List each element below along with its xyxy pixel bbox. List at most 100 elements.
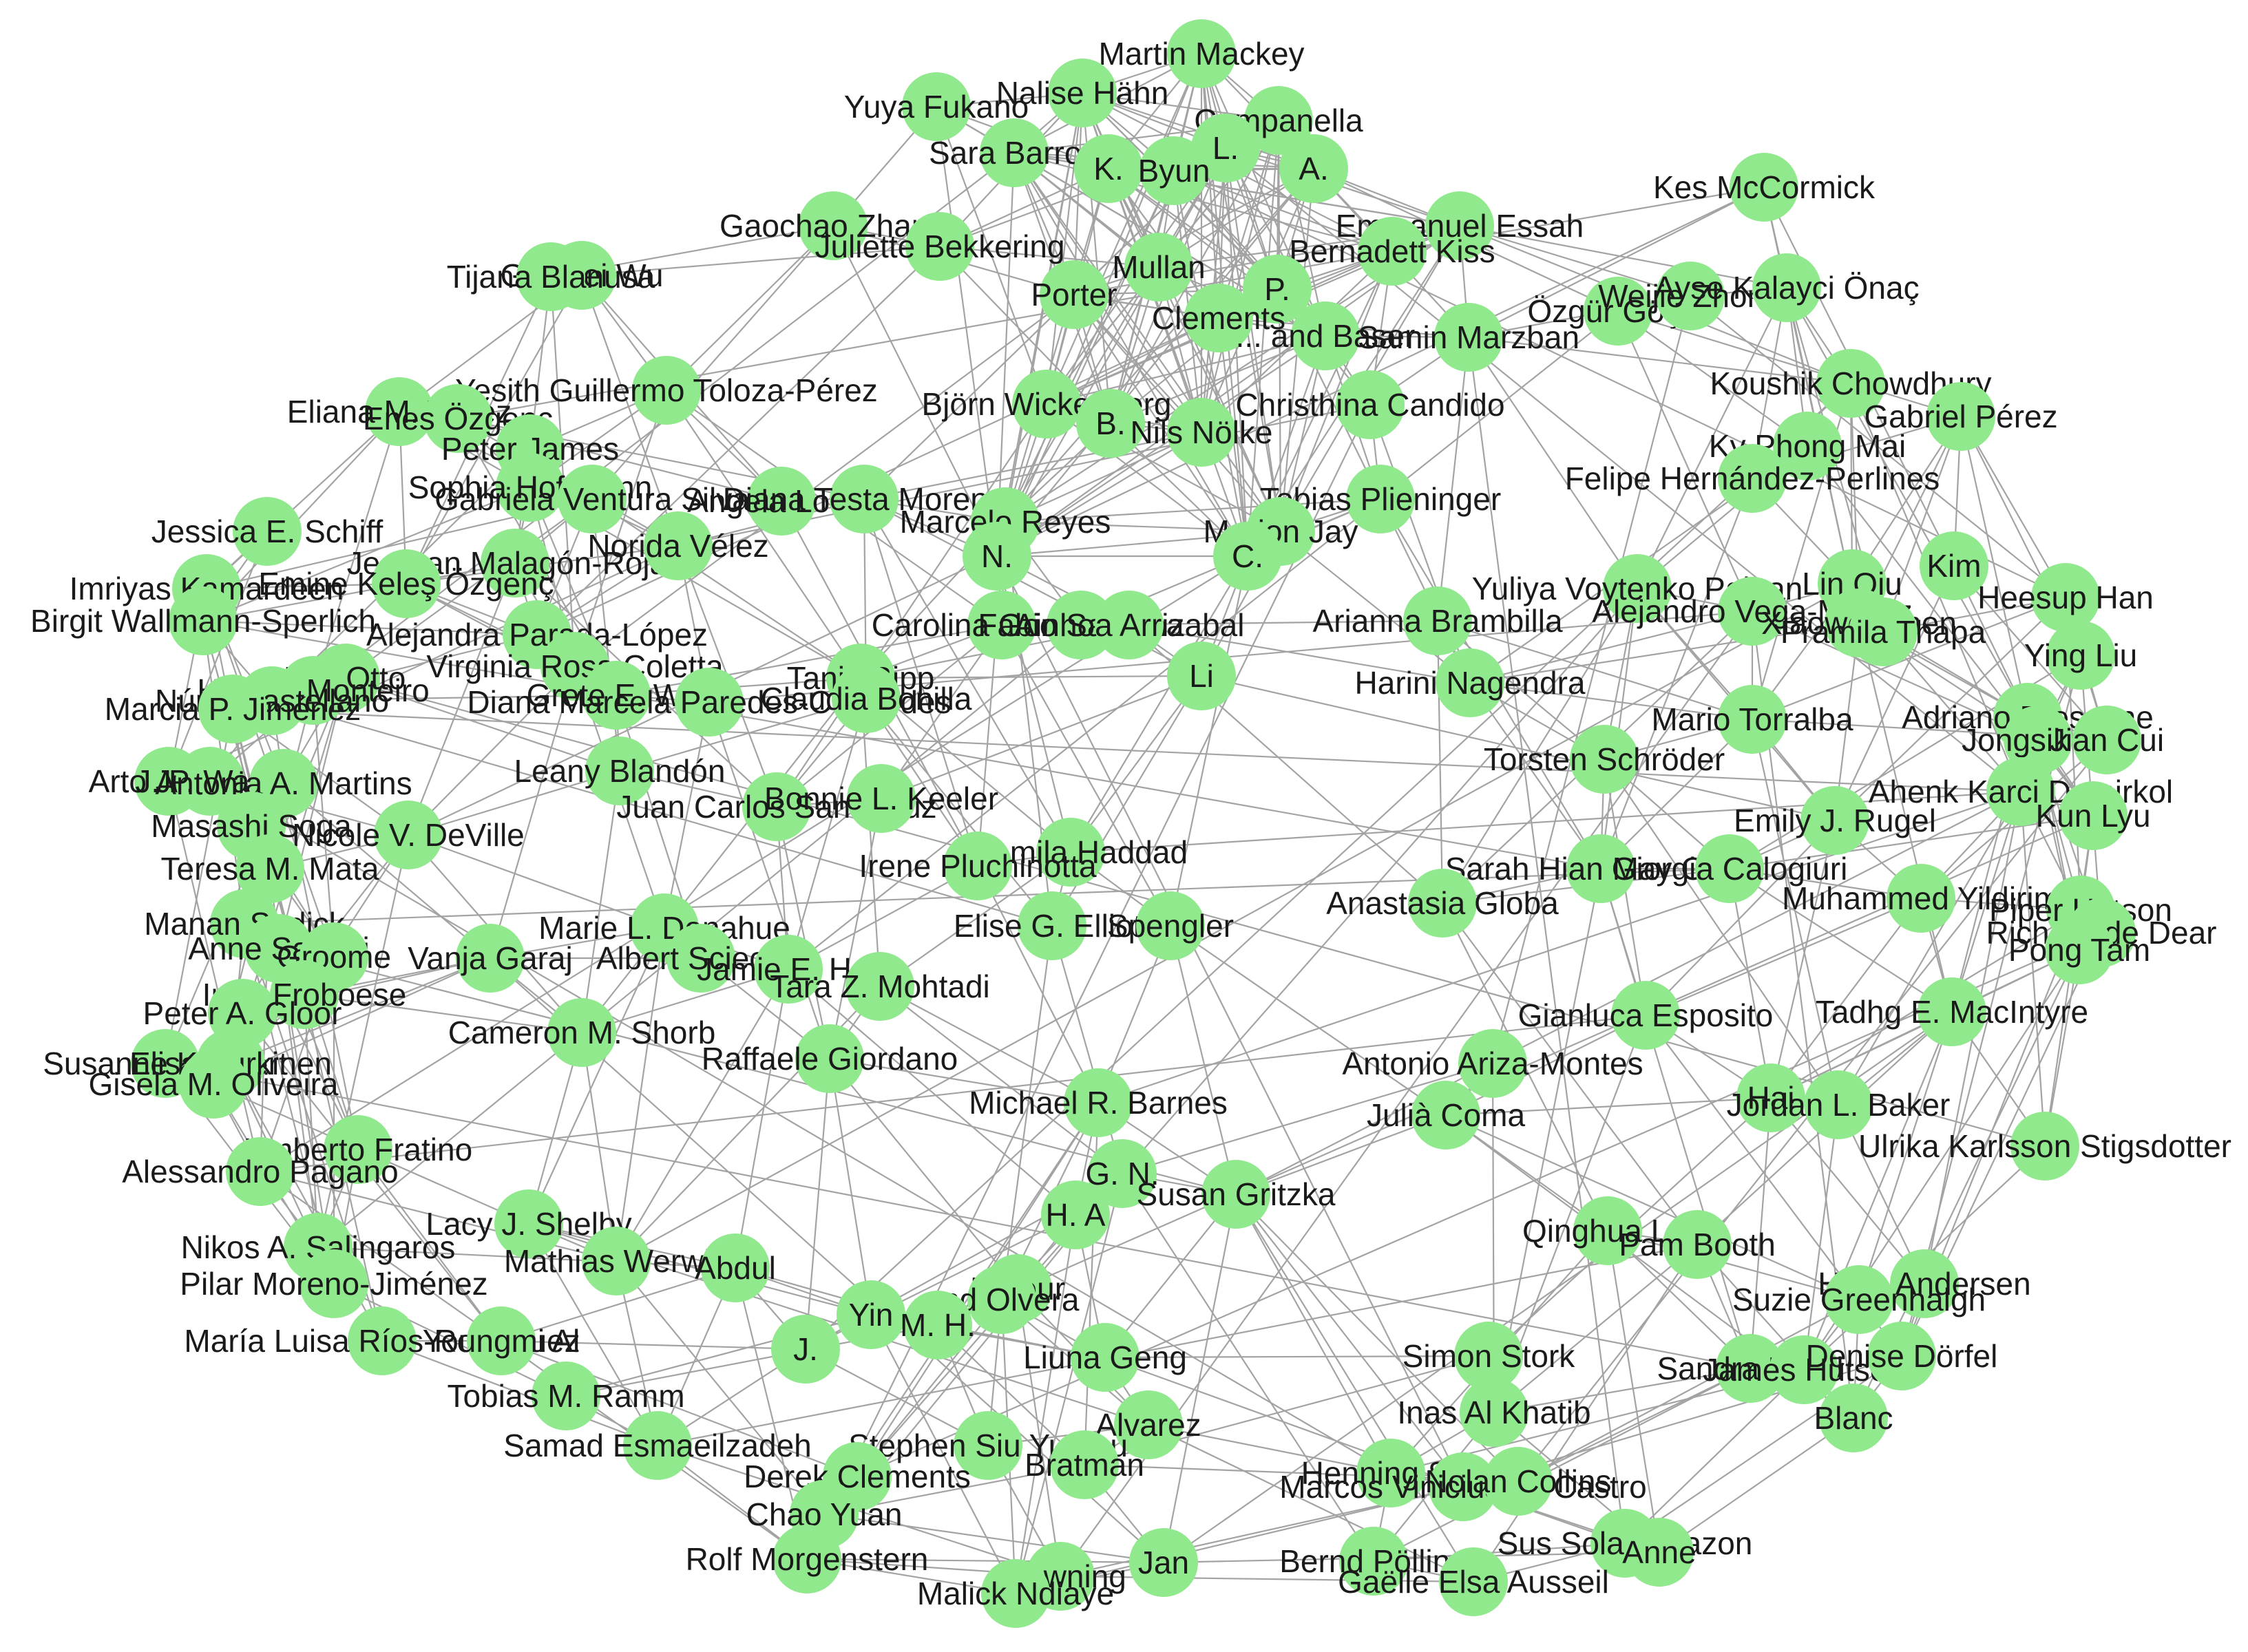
node-label: Ainhoa Arrizabal: [1014, 607, 1245, 643]
node-martin-mackey: Martin Mackey: [1098, 19, 1305, 88]
node-label: Jessica E. Schiff: [151, 513, 384, 549]
edge: [1235, 1194, 1464, 1487]
node-ulrika-karlsson-stigsdotter: Ulrika Karlsson Stigsdotter: [1858, 1112, 2231, 1180]
node-julia-coma: Julià Coma: [1367, 1081, 1525, 1150]
node-byun: Byun: [1138, 136, 1210, 205]
node-g-n: G. N.: [1085, 1139, 1159, 1208]
node-label: Birgit Wallmann-Sperlich: [30, 603, 376, 639]
node-michael-r-barnes: Michael R. Barnes: [969, 1068, 1228, 1137]
edge: [1882, 631, 2021, 792]
node-label: Christhina Candido: [1235, 387, 1504, 423]
node-n: N.: [963, 522, 1031, 591]
edge: [1491, 295, 1692, 1064]
node-circle: [1736, 1063, 1805, 1132]
node-circle: [456, 924, 525, 993]
node-li: Li: [1167, 642, 1236, 710]
node-circle: [1129, 1528, 1198, 1597]
edge: [407, 562, 516, 836]
node-label: Li: [1189, 658, 1214, 694]
edge: [708, 701, 831, 1059]
node-circle: [1825, 1265, 1893, 1334]
node-rolf-morgenstern: Rolf Morgenstern: [686, 1525, 928, 1593]
edge: [1013, 152, 1248, 557]
node-circle: [496, 453, 565, 522]
edge: [1838, 791, 2021, 1105]
node-label: Sus Sola Corazon: [1498, 1525, 1753, 1561]
node-label: Emily J. Rugel: [1734, 803, 1936, 838]
node-circle: [1460, 1378, 1529, 1447]
node-label: Suzie Greenhalgh: [1732, 1282, 1986, 1317]
node-label: Ayse Kalayci Önaç: [1654, 270, 1919, 306]
node-m-h: M. H.: [900, 1291, 976, 1359]
edge: [1005, 170, 1175, 522]
node-jessica-e-schiff: Jessica E. Schiff: [151, 497, 384, 566]
edge: [1051, 925, 1124, 1174]
node-mullan: Mullan: [1112, 233, 1206, 301]
edge: [1960, 416, 2029, 718]
node-circle: [1167, 19, 1236, 88]
node-label: Tara Z. Mohtadi: [770, 968, 990, 1004]
edge: [260, 1171, 502, 1342]
edge: [1769, 820, 1836, 1099]
node-c: C.: [1213, 522, 1282, 591]
edge: [1235, 1194, 1474, 1582]
edge: [806, 1558, 1164, 1564]
node-circle: [701, 1233, 770, 1302]
node-antonio-ariza-montes: Antonio Ariza-Montes: [1342, 1029, 1643, 1098]
node-label: M. H.: [900, 1307, 976, 1343]
node-label: Cameron M. Shorb: [448, 1015, 716, 1050]
edge: [1599, 478, 1754, 869]
node-kes-mccormick: Kes McCormick: [1653, 153, 1876, 222]
node-circle: [1566, 834, 1635, 903]
node-circle: [582, 1227, 651, 1295]
edge: [2019, 791, 2046, 1147]
node-label: Samin Marzban: [1358, 319, 1579, 355]
node-circle: [845, 952, 914, 1021]
edge: [1097, 790, 2021, 1104]
node-circle: [1573, 1196, 1642, 1265]
node-label: Giorgia Calogiuri: [1612, 851, 1848, 887]
edge: [1104, 1194, 1237, 1358]
edge: [457, 250, 1393, 420]
edge: [1108, 168, 1278, 290]
node-circle: [830, 465, 899, 533]
edge: [1442, 588, 1638, 904]
node-circle: [169, 586, 238, 655]
node-circle: [1819, 1384, 1888, 1452]
node-label: Juliette Bekkering: [815, 229, 1064, 264]
node-circle: [1718, 444, 1787, 513]
node-liuna-geng: Liuna Geng: [1023, 1323, 1187, 1392]
edge: [657, 1444, 1061, 1578]
node-circle: [270, 960, 339, 1029]
edge: [1729, 868, 1953, 1013]
edge: [666, 225, 834, 391]
node-sara-barron: Sara Barron: [929, 118, 1100, 187]
node-emine-keles-ozgenc: Emine Keleş Özgenç: [258, 549, 554, 618]
edge: [1690, 295, 2066, 598]
node-circle: [967, 1265, 1036, 1334]
node-felipe-hernandez-perlines: Felipe Hernández-Perlines: [1565, 444, 1940, 513]
node-label: Inas Al Khatib: [1397, 1395, 1590, 1430]
edge: [1617, 310, 1808, 447]
node-a: A.: [1279, 134, 1348, 203]
edge: [776, 403, 1047, 807]
edge: [1445, 1114, 1860, 1301]
node-circle: [1458, 1029, 1527, 1098]
node-label: Nalise Hähn: [996, 75, 1169, 111]
node-label: Claudia Bonilla: [761, 681, 972, 717]
edge: [1279, 251, 1394, 532]
edge: [1445, 1015, 1646, 1116]
node-circle: [1408, 869, 1477, 938]
node-leany-blandon: Leany Blandón: [514, 737, 725, 805]
edge: [527, 927, 666, 1225]
node-b: B.: [1076, 389, 1145, 458]
node-samad-esmaeilzadeh: Samad Esmaeilzadeh: [503, 1411, 812, 1480]
edge: [1493, 868, 1602, 1413]
node-circle: [1603, 554, 1672, 623]
node-circle: [582, 661, 651, 730]
edge: [580, 1032, 618, 1262]
edge: [1749, 1097, 1772, 1369]
edge: [406, 275, 582, 584]
node-label: Martin Mackey: [1098, 36, 1304, 72]
edge: [1104, 1355, 1489, 1359]
